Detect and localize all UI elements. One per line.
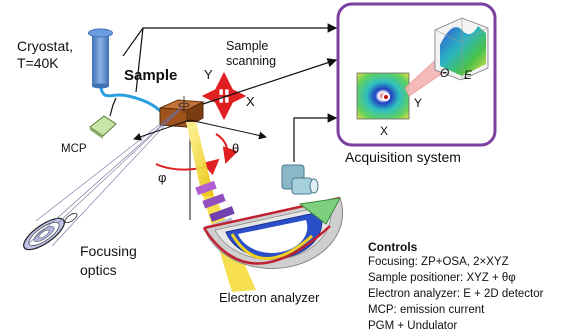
controls-item-focusing: Focusing: ZP+OSA, 2×XYZ <box>368 256 509 268</box>
theta-rotation-arrow <box>215 133 239 164</box>
acquisition-system-label: Acquisition system <box>345 149 461 165</box>
controls-title: Controls <box>368 240 418 254</box>
phi-label: φ <box>158 170 167 185</box>
phi-rotation-arrow <box>155 158 220 176</box>
signal-lines <box>109 23 338 162</box>
sample-scanning-label-line2: scanning <box>226 54 277 68</box>
controls-item-mcp: MCP: emission current <box>368 304 485 316</box>
electron-analyzer-label: Electron analyzer <box>219 290 320 305</box>
cryostat <box>88 28 113 89</box>
controls-item-electron-analyzer: Electron analyzer: E + 2D detector <box>368 288 544 300</box>
sample-axis-x-label: X <box>246 94 255 109</box>
acq-e-label: E <box>464 68 473 82</box>
detector-camera <box>281 164 319 195</box>
focusing-optics <box>23 212 78 251</box>
controls-item-pgm: PGM + Undulator <box>368 320 458 332</box>
acq-3d-cube <box>434 17 489 81</box>
cryostat-label-line2: T=40K <box>17 55 59 71</box>
sample-block <box>159 96 205 128</box>
controls-item-sample-positioner: Sample positioner: XYZ + θφ <box>368 272 516 284</box>
acq-theta-label: Θ <box>440 66 450 80</box>
sample-axis-y-label: Y <box>204 67 213 82</box>
mcp-plate <box>89 115 117 139</box>
acq-y-label: Y <box>414 96 423 110</box>
hemispherical-analyzer <box>202 196 344 269</box>
focusing-optics-label-line1: Focusing <box>80 243 137 259</box>
theta-label: θ <box>232 141 240 156</box>
mcp-label: MCP <box>61 143 87 155</box>
sample-scanning-label-line1: Sample <box>226 39 269 53</box>
sample-label: Sample <box>124 67 178 84</box>
focusing-optics-label-line2: optics <box>80 262 117 278</box>
cryostat-cable <box>99 87 164 115</box>
cryostat-label-line1: Cryostat, <box>17 38 74 54</box>
acq-x-label: X <box>380 124 389 138</box>
electron-beam <box>186 122 214 196</box>
